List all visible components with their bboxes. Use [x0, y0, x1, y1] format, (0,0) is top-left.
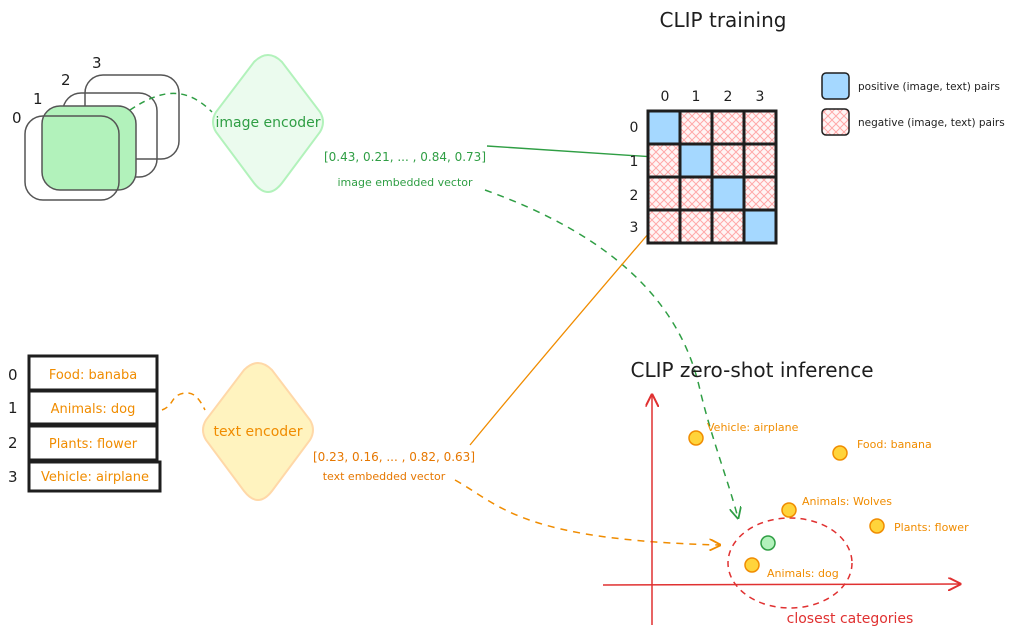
image-vector-caption: image embedded vector — [337, 176, 473, 189]
text-index-3: 3 — [8, 468, 18, 486]
image-index-0: 0 — [12, 109, 22, 127]
text-encoder-label: text encoder — [213, 424, 302, 440]
negative-cell-3-1 — [678, 208, 714, 245]
negative-cell-1-2 — [710, 142, 746, 179]
image-encoder: image encoder — [212, 53, 324, 194]
image-index-1: 1 — [33, 90, 43, 108]
text-box-1 — [27, 389, 159, 426]
text-vector-arrow — [469, 212, 667, 446]
positive-cell-1-1 — [678, 142, 714, 179]
image-encoder-label: image encoder — [215, 115, 320, 131]
text-index-2: 2 — [8, 434, 18, 452]
text-box-3 — [27, 460, 162, 493]
text-encoder-shape — [202, 361, 314, 502]
image-vector-to-inference-arrow — [484, 189, 738, 518]
negative-cell-3-0 — [646, 208, 682, 245]
legend-positive-label: positive (image, text) pairs — [858, 81, 1000, 93]
matrix-col-0: 0 — [661, 89, 670, 105]
negative-cell-2-3 — [742, 175, 778, 212]
matrix-row-1: 1 — [630, 154, 639, 170]
legend-positive-swatch — [821, 72, 850, 100]
image-vector: [0.43, 0.21, ... , 0.84, 0.73] — [324, 150, 486, 164]
text-list: 0 1 2 3 Food: banaba Animals: dog Plants… — [8, 354, 162, 493]
category-point-0: Vehicle: airplane — [688, 421, 799, 446]
matrix-col-3: 3 — [756, 89, 765, 105]
inference-title: CLIP zero-shot inference — [630, 358, 873, 382]
category-dot — [832, 445, 848, 461]
category-label: Animals: dog — [767, 567, 839, 580]
text-index-1: 1 — [8, 399, 18, 417]
image-index-3: 3 — [92, 54, 102, 72]
text-index-0: 0 — [8, 366, 18, 384]
category-dot — [869, 518, 885, 534]
image-to-encoder-connector — [129, 92, 213, 113]
positive-cell-3-3 — [742, 208, 778, 245]
closest-categories-cluster — [727, 517, 853, 609]
text-vector-to-inference-arrow — [454, 479, 720, 545]
negative-cell-1-3 — [742, 142, 778, 179]
text-encoder: text encoder — [202, 361, 314, 502]
matrix-row-0: 0 — [630, 120, 639, 136]
category-dot — [688, 430, 704, 446]
text-item-2: Plants: flower — [49, 437, 138, 452]
category-point-3: Plants: flower — [869, 518, 969, 534]
training-title: CLIP training — [660, 8, 787, 32]
image-index-2: 2 — [61, 71, 71, 89]
matrix-row-2: 2 — [630, 188, 639, 204]
image-card-0 — [24, 115, 120, 201]
matrix-col-1: 1 — [692, 89, 701, 105]
category-label: Vehicle: airplane — [707, 421, 799, 434]
inference-x-axis — [602, 584, 960, 585]
positive-cell-2-2 — [710, 175, 746, 212]
image-encoder-shape — [212, 53, 324, 194]
negative-cell-3-2 — [710, 208, 746, 245]
negative-cell-2-0 — [646, 175, 682, 212]
image-embedding-point — [760, 535, 776, 551]
legend: positive (image, text) pairs negative (i… — [821, 72, 1005, 136]
image-card-1 — [41, 105, 137, 191]
text-item-0: Food: banaba — [49, 368, 137, 383]
legend-negative-swatch — [821, 108, 850, 136]
category-label: Food: banana — [857, 438, 932, 451]
negative-cell-0-1 — [678, 109, 714, 146]
category-point-4: Animals: dog — [744, 557, 839, 580]
negative-cell-0-2 — [710, 109, 746, 146]
text-vector: [0.23, 0.16, ... , 0.82, 0.63] — [313, 450, 475, 464]
negative-cell-1-0 — [646, 142, 682, 179]
legend-negative-label: negative (image, text) pairs — [858, 117, 1005, 129]
text-item-3: Vehicle: airplane — [41, 470, 149, 485]
matrix-row-3: 3 — [630, 220, 639, 236]
category-dot — [781, 502, 797, 518]
matrix-col-2: 2 — [724, 89, 733, 105]
category-dot — [744, 557, 760, 573]
category-point-1: Food: banana — [832, 438, 932, 461]
closest-categories-label: closest categories — [787, 611, 914, 627]
text-vector-caption: text embedded vector — [323, 470, 446, 483]
training-matrix — [646, 109, 778, 245]
negative-cell-0-3 — [742, 109, 778, 146]
positive-cell-0-0 — [646, 109, 682, 146]
category-label: Plants: flower — [894, 521, 969, 534]
text-item-1: Animals: dog — [51, 402, 136, 417]
negative-cell-2-1 — [678, 175, 714, 212]
category-label: Animals: Wolves — [802, 495, 892, 508]
text-box-2 — [27, 424, 159, 462]
text-to-encoder-connector — [161, 392, 206, 411]
category-point-2: Animals: Wolves — [781, 495, 892, 518]
image-stack: 0 1 2 3 — [12, 54, 180, 201]
